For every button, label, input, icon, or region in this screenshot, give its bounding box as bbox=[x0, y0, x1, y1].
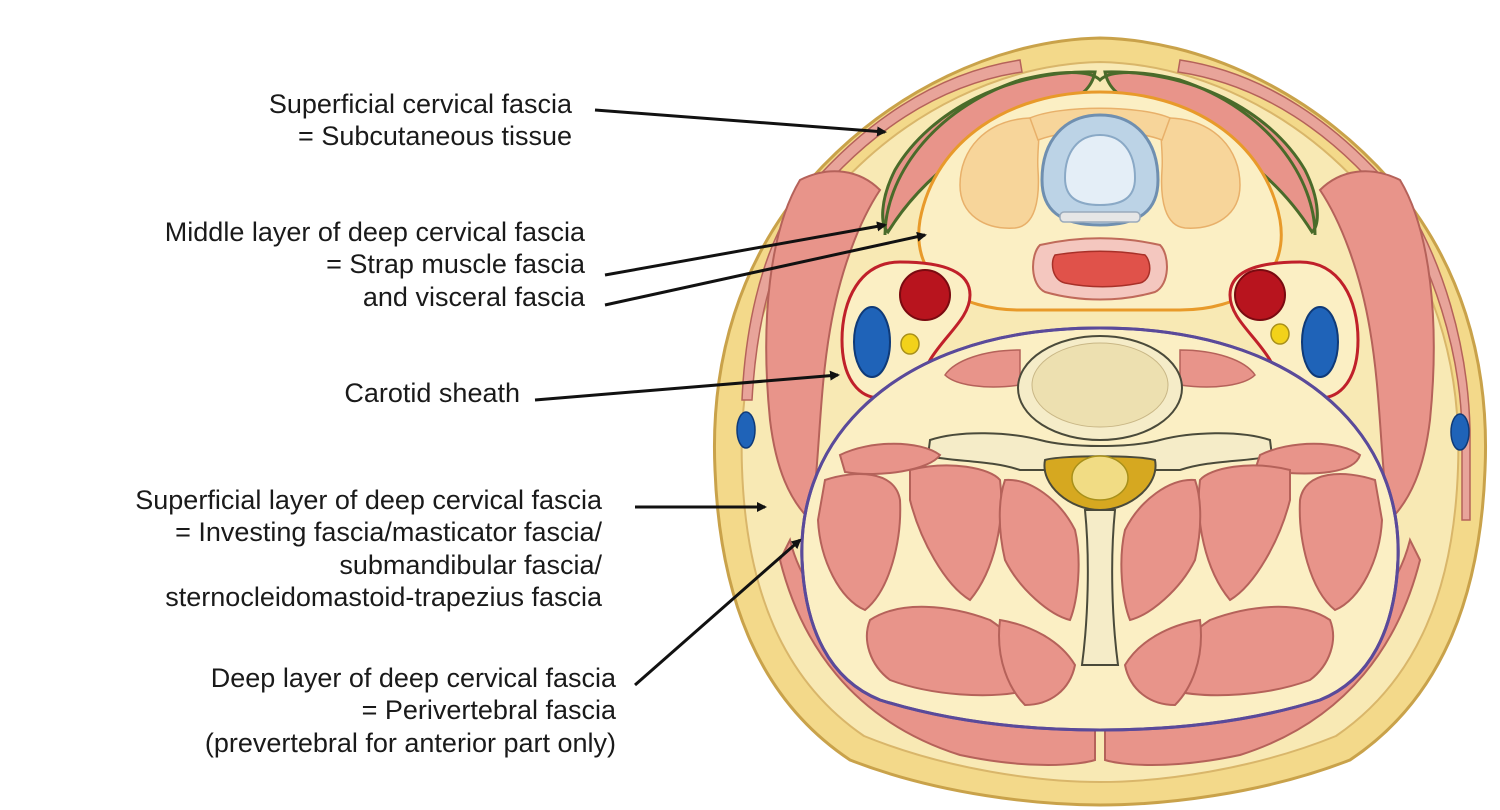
carotid-artery-left bbox=[899, 269, 951, 321]
spinal-cord bbox=[1071, 455, 1129, 501]
sternocleidomastoid-right bbox=[1318, 170, 1435, 523]
label-middle-layer-line3: and visceral fascia bbox=[362, 281, 585, 312]
deep-muscle-4 bbox=[1298, 473, 1384, 612]
deep-muscle-8 bbox=[1120, 478, 1202, 622]
label-superficial-layer-deep-cervical-fascia: Superficial layer of deep cervical fasci… bbox=[135, 484, 602, 614]
label-superficial-cervical-fascia: Superficial cervical fascia = Subcutaneo… bbox=[269, 88, 572, 153]
vertebral-body-inner bbox=[1031, 342, 1169, 428]
longus-muscle-left bbox=[944, 349, 1021, 388]
thyroid-right-lobe bbox=[1160, 117, 1241, 229]
trachea-lumen bbox=[1063, 133, 1137, 207]
carotid-artery-right bbox=[1234, 269, 1286, 321]
label-carotid-sheath-line1: Carotid sheath bbox=[344, 378, 520, 408]
label-superficial-layer-line4: sternocleidomastoid-trapezius fascia bbox=[165, 582, 602, 613]
deep-muscle-6 bbox=[1197, 464, 1291, 602]
label-middle-layer-line1: Middle layer of deep cervical fascia bbox=[164, 217, 585, 247]
jugular-vein-left bbox=[853, 306, 891, 378]
label-superficial-cervical-fascia-line1: Superficial cervical fascia bbox=[268, 89, 572, 119]
arrow-superficial-cervical-fascia bbox=[594, 108, 887, 137]
external-jugular-left bbox=[736, 411, 756, 449]
thyroid-left-lobe bbox=[959, 117, 1040, 229]
external-jugular-right bbox=[1450, 413, 1470, 451]
deep-muscle-12 bbox=[1123, 618, 1202, 707]
label-superficial-cervical-fascia-line2: = Subcutaneous tissue bbox=[298, 121, 572, 152]
label-middle-layer-deep-cervical-fascia: Middle layer of deep cervical fascia = S… bbox=[165, 216, 585, 313]
sternocleidomastoid-left bbox=[765, 170, 882, 523]
longus-muscle-right bbox=[1179, 349, 1256, 388]
vagus-nerve-right bbox=[1270, 323, 1290, 345]
arrow-carotid-sheath bbox=[534, 370, 840, 402]
vagus-nerve-left bbox=[900, 333, 920, 355]
label-carotid-sheath: Carotid sheath bbox=[344, 377, 520, 409]
label-superficial-layer-line3: submandibular fascia/ bbox=[339, 549, 602, 580]
trachea-membrane bbox=[1059, 211, 1141, 223]
label-middle-layer-line2: = Strap muscle fascia bbox=[326, 249, 585, 280]
deep-muscle-7 bbox=[998, 478, 1080, 622]
deep-neck-muscles bbox=[816, 442, 1384, 707]
prevertebral-fascia-line bbox=[800, 326, 1400, 732]
label-superficial-layer-line2: = Investing fascia/masticator fascia/ bbox=[175, 517, 602, 548]
arrow-middle-layer-2 bbox=[604, 231, 927, 307]
transverse-processes bbox=[926, 432, 1274, 471]
esophagus-lumen bbox=[1051, 250, 1151, 288]
arrow-middle-layer-1 bbox=[604, 221, 887, 277]
deep-muscle-11 bbox=[998, 618, 1077, 707]
spinous-process bbox=[1080, 509, 1120, 666]
label-deep-layer-deep-cervical-fascia: Deep layer of deep cervical fascia = Per… bbox=[205, 662, 616, 759]
label-superficial-layer-line1: Superficial layer of deep cervical fasci… bbox=[135, 485, 602, 515]
jugular-vein-right bbox=[1301, 306, 1339, 378]
label-deep-layer-line3: (prevertebral for anterior part only) bbox=[204, 727, 616, 758]
platysma-right bbox=[1177, 59, 1471, 521]
superficial-fascia-line bbox=[883, 71, 1317, 236]
label-deep-layer-line1: Deep layer of deep cervical fascia bbox=[210, 663, 616, 693]
deep-muscle-2 bbox=[1253, 442, 1362, 475]
deep-muscle-3 bbox=[816, 473, 902, 612]
deep-muscle-5 bbox=[909, 464, 1003, 602]
arrow-deep-layer bbox=[634, 538, 802, 687]
label-deep-layer-line2: = Perivertebral fascia bbox=[361, 695, 616, 726]
